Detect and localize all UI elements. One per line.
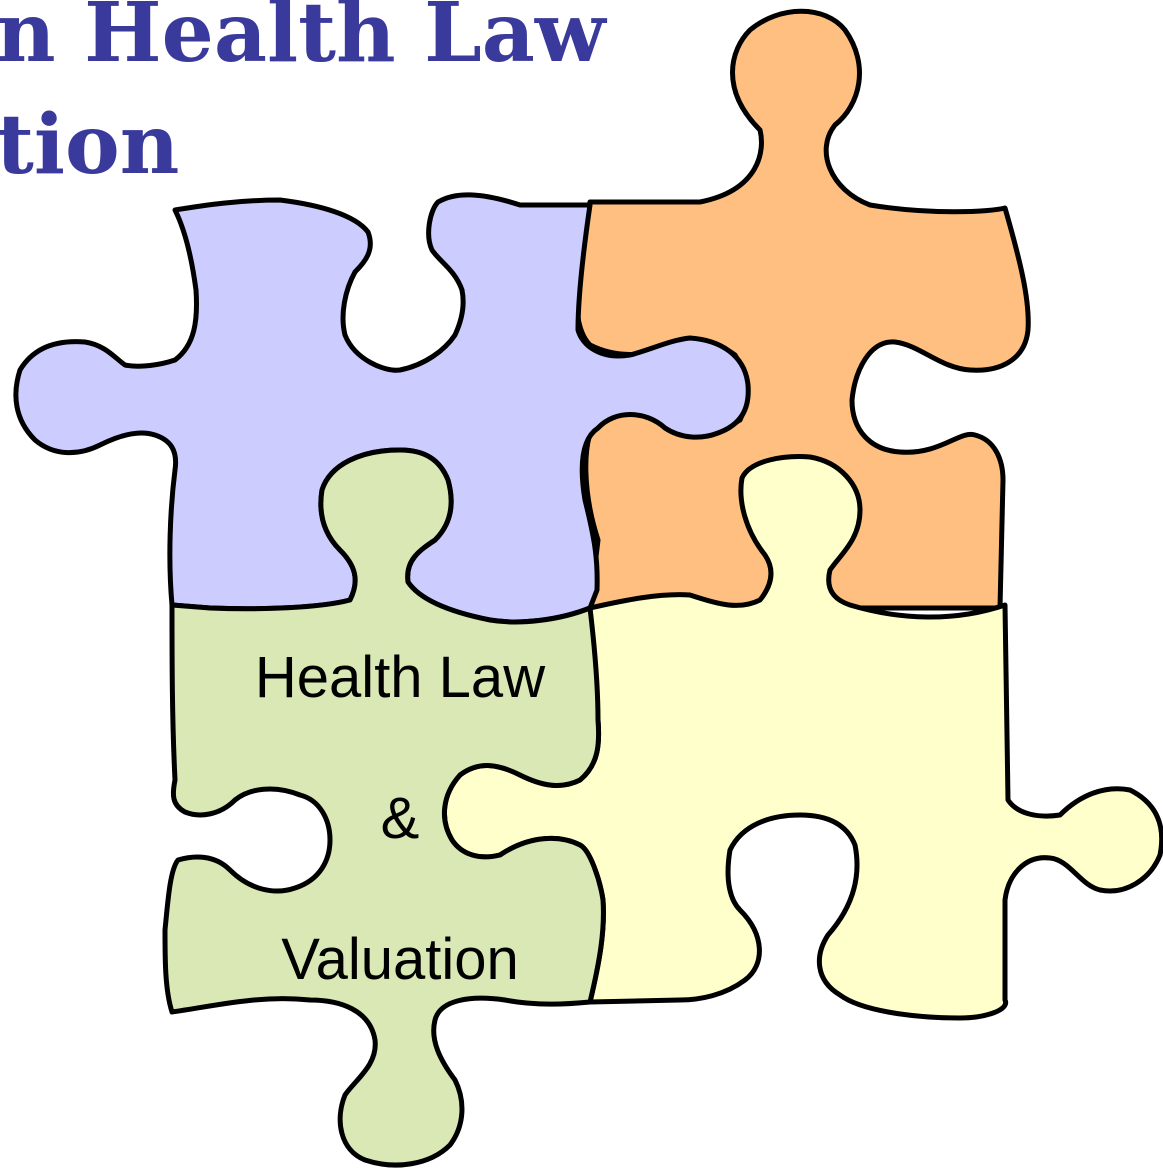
title-line-1: n Health Law <box>0 0 606 81</box>
puzzle-piece-green <box>162 447 606 1168</box>
piece-label-valuation: Valuation <box>281 927 519 992</box>
puzzle-piece-blue <box>13 192 751 625</box>
title-line-2: tion <box>0 97 180 193</box>
piece-label-ampersand: & <box>381 786 420 851</box>
piece-label-health-law: Health Law <box>255 645 546 710</box>
